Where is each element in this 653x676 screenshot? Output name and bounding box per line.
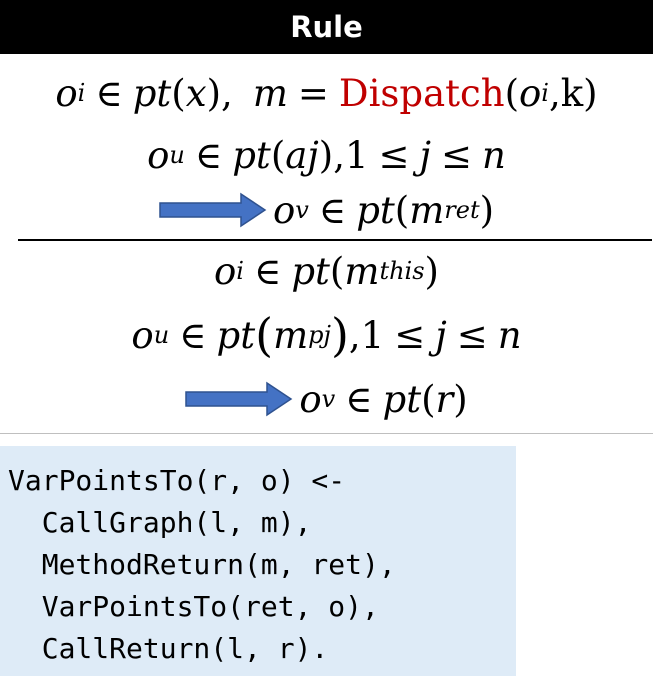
- code-line: VarPointsTo(r, o) <-: [8, 464, 346, 497]
- pt-fn: pt: [382, 377, 422, 421]
- in-symbol: ∈: [95, 71, 123, 115]
- paren-close: ): [479, 188, 495, 232]
- code-line: CallReturn(l, r).: [8, 632, 329, 665]
- section-divider: [0, 433, 653, 434]
- var-o: o: [299, 377, 322, 421]
- rule-title: Rule: [290, 10, 363, 44]
- paren-close: ): [453, 377, 468, 421]
- comma: ,: [548, 71, 561, 115]
- in-symbol: ∈: [194, 133, 223, 177]
- code-line: VarPointsTo(ret, o),: [8, 590, 379, 623]
- var-aj: aj: [285, 133, 319, 177]
- le-symbol: ≤: [378, 133, 410, 177]
- var-j: j: [435, 313, 447, 357]
- le-symbol: ≤: [394, 313, 426, 357]
- le-symbol: ≤: [456, 313, 488, 357]
- paren-close: ),: [206, 71, 233, 115]
- var-r: r: [435, 377, 454, 421]
- var-o: o: [55, 71, 78, 115]
- num-one: 1: [360, 313, 385, 357]
- paren-open: (: [504, 71, 520, 115]
- paren-open: (: [270, 133, 286, 177]
- right-arrow-icon: [159, 192, 267, 228]
- le-symbol: ≤: [441, 133, 473, 177]
- code-line: MethodReturn(m, ret),: [8, 548, 396, 581]
- var-x: x: [185, 71, 207, 115]
- var-m: m: [273, 313, 309, 357]
- var-n: n: [497, 313, 522, 357]
- var-j: j: [419, 133, 432, 177]
- var-o: o: [131, 313, 154, 357]
- var-o: o: [147, 133, 170, 177]
- var-o: o: [272, 188, 296, 232]
- paren-open: (: [329, 249, 345, 293]
- in-symbol: ∈: [345, 377, 373, 421]
- inference-bar: [18, 239, 652, 241]
- pt-fn: pt: [356, 188, 395, 232]
- paren-close: ),: [318, 133, 345, 177]
- pt-fn: pt: [132, 71, 172, 115]
- var-m: m: [252, 71, 288, 115]
- var-o: o: [519, 71, 542, 115]
- pt-fn: pt: [232, 133, 271, 177]
- var-k: k: [560, 71, 584, 115]
- in-symbol: ∈: [253, 249, 282, 293]
- in-symbol: ∈: [179, 313, 207, 357]
- paren-close: ): [583, 71, 598, 115]
- num-one: 1: [344, 133, 369, 177]
- rule-header: Rule: [0, 0, 653, 54]
- var-o: o: [214, 249, 237, 293]
- in-symbol: ∈: [318, 188, 347, 232]
- pt-fn: pt: [291, 249, 330, 293]
- pt-fn: pt: [216, 313, 256, 357]
- paren-open: (: [171, 71, 186, 115]
- var-n: n: [482, 133, 506, 177]
- paren-open: (: [421, 377, 436, 421]
- right-arrow-icon: [185, 381, 293, 417]
- datalog-code-block: VarPointsTo(r, o) <- CallGraph(l, m), Me…: [0, 446, 516, 676]
- var-m: m: [409, 188, 445, 232]
- comma: ,: [348, 313, 361, 357]
- code-line: CallGraph(l, m),: [8, 506, 312, 539]
- var-m: m: [344, 249, 380, 293]
- paren-open: (: [394, 188, 410, 232]
- equals-symbol: =: [297, 71, 329, 115]
- paren-close: ): [424, 249, 439, 293]
- dispatch-fn: Dispatch: [338, 71, 505, 115]
